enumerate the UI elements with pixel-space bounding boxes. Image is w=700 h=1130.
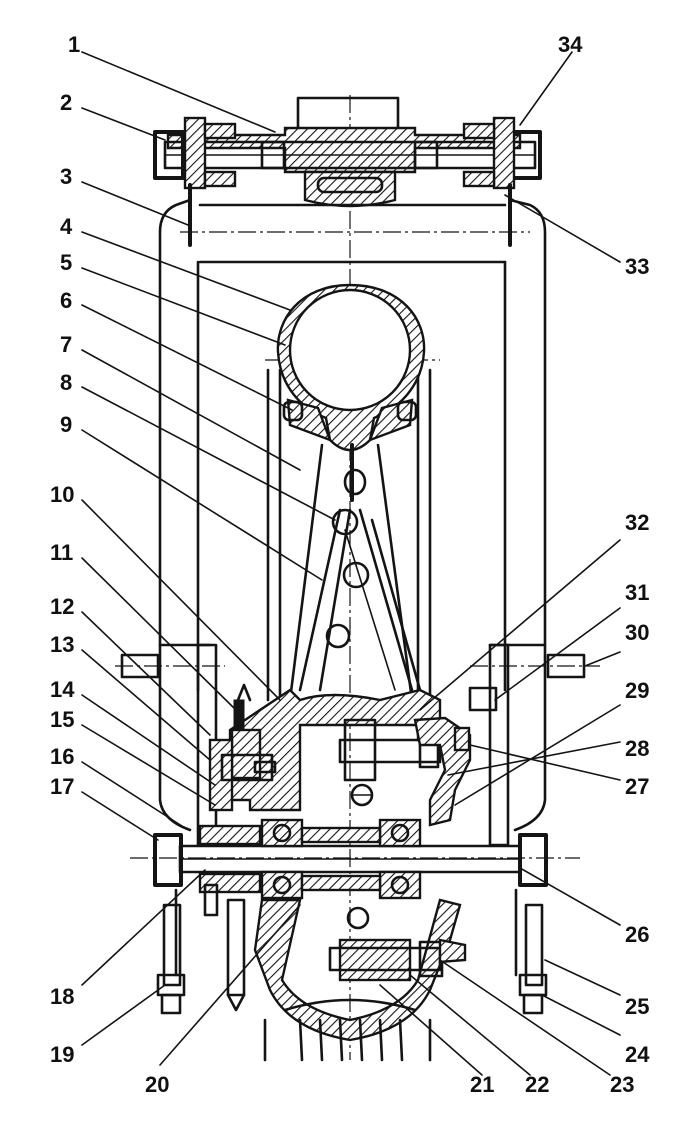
callout-29: 29 (625, 678, 649, 703)
callout-27: 27 (625, 774, 649, 799)
callout-33: 33 (625, 254, 649, 279)
callout-31: 31 (625, 580, 649, 605)
callout-12: 12 (50, 594, 74, 619)
leader-lines (81, 51, 621, 1076)
hub-housing (208, 683, 472, 827)
callout-21: 21 (470, 1072, 494, 1097)
callout-30: 30 (625, 620, 649, 645)
side-pins (120, 643, 586, 847)
callout-23: 23 (610, 1072, 634, 1097)
callout-25: 25 (625, 994, 649, 1019)
callout-5: 5 (60, 250, 72, 275)
callout-32: 32 (625, 510, 649, 535)
callout-7: 7 (60, 332, 72, 357)
callout-20: 20 (145, 1072, 169, 1097)
lower-studs (156, 883, 548, 1015)
wedge-column (288, 443, 422, 702)
top-hanger-bar (153, 96, 542, 208)
callout-10: 10 (50, 482, 74, 507)
callout-4: 4 (60, 214, 73, 239)
callout-16: 16 (50, 744, 74, 769)
callout-17: 17 (50, 774, 74, 799)
callout-8: 8 (60, 370, 72, 395)
callout-2: 2 (60, 90, 72, 115)
frame-outline (158, 183, 547, 832)
callout-22: 22 (525, 1072, 549, 1097)
callout-1: 1 (68, 32, 80, 57)
callout-15: 15 (50, 707, 74, 732)
tube-clamp (276, 283, 426, 452)
callout-28: 28 (625, 736, 649, 761)
lower-sheave (253, 898, 467, 1062)
callout-26: 26 (625, 922, 649, 947)
callout-24: 24 (625, 1042, 650, 1067)
callout-11: 11 (50, 540, 73, 565)
callout-14: 14 (50, 677, 75, 702)
callout-labels: 1 2 3 4 5 6 7 8 9 10 11 12 13 14 15 16 1… (50, 32, 650, 1097)
callout-6: 6 (60, 288, 72, 313)
main-axle (153, 818, 548, 900)
callout-9: 9 (60, 412, 72, 437)
callout-3: 3 (60, 164, 72, 189)
callout-13: 13 (50, 632, 74, 657)
callout-18: 18 (50, 984, 74, 1009)
callout-19: 19 (50, 1042, 74, 1067)
callout-34: 34 (558, 32, 583, 57)
